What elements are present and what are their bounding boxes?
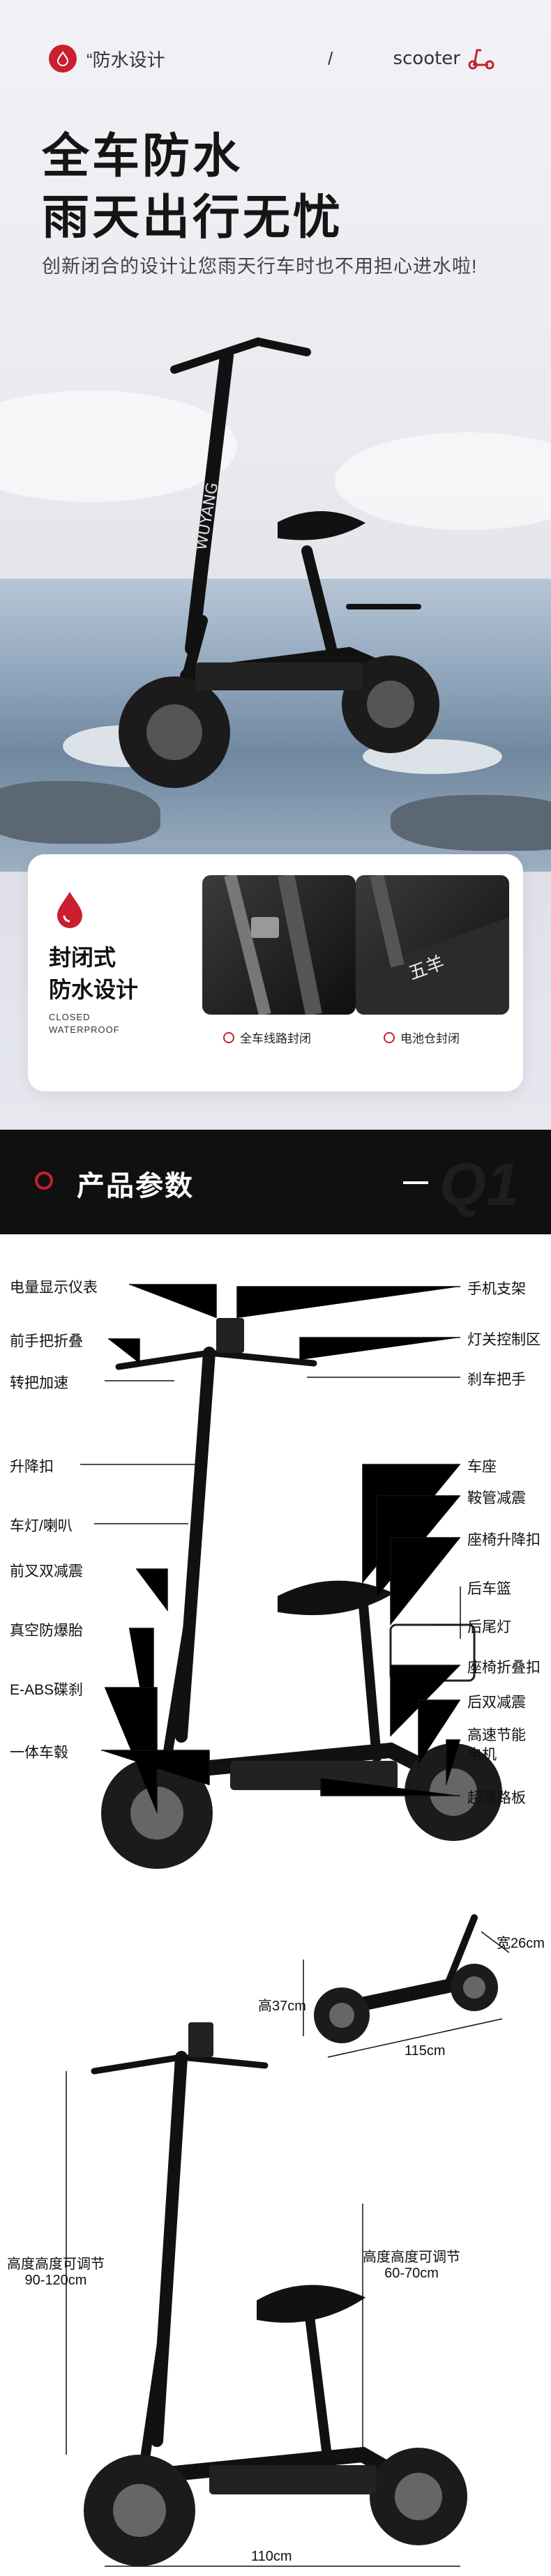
hero-title: 全车防水 雨天出行无忧 bbox=[42, 126, 343, 248]
label-seatpost-shock: 鞍管减震 bbox=[467, 1490, 526, 1506]
waterproof-feature-card: 封闭式 防水设计 CLOSED WATERPROOF 五羊 全车线路封闭 bbox=[28, 854, 523, 1091]
folded-scooter bbox=[314, 1914, 498, 2043]
scooter-length: 110cm bbox=[251, 2549, 292, 2564]
product-params-header: 产品参数 Q1 bbox=[0, 1130, 551, 1234]
params-index: Q1 bbox=[439, 1151, 520, 1218]
folded-width: 宽26cm bbox=[497, 1936, 545, 1951]
label-lift-lock: 升降扣 bbox=[10, 1459, 54, 1475]
caption-battery: 电池仓封闭 bbox=[384, 1029, 460, 1046]
rock bbox=[0, 781, 160, 844]
feature-title-en-line2: WATERPROOF bbox=[49, 1024, 120, 1035]
label-display-meter: 电量显示仪表 bbox=[10, 1280, 98, 1296]
dimensions-scooter-image bbox=[66, 1914, 510, 2567]
feature-title-line1: 封闭式 bbox=[49, 945, 116, 970]
label-throttle: 转把加速 bbox=[10, 1375, 68, 1391]
label-rear-basket: 后车篮 bbox=[467, 1581, 511, 1597]
wiring-closeup-photo bbox=[202, 875, 356, 1015]
parts-scooter-image bbox=[80, 1284, 502, 1869]
label-tail-light: 后尾灯 bbox=[467, 1619, 511, 1635]
params-title: 产品参数 bbox=[77, 1171, 194, 1202]
divider bbox=[403, 1181, 428, 1184]
caption-wiring: 全车线路封闭 bbox=[223, 1029, 311, 1046]
label-headlight-horn: 车灯/喇叭 bbox=[10, 1518, 73, 1534]
hero-title-line2: 雨天出行无忧 bbox=[42, 191, 344, 244]
hero-header: “防水设计 / scooter bbox=[49, 42, 502, 75]
parts-diagram: 电量显示仪表 前手把折叠 转把加速 升降扣 车灯/喇叭 前叉双减震 真空防爆胎 … bbox=[0, 1234, 551, 1883]
label-ebs-disc-brake: E-ABS碟刹 bbox=[10, 1682, 84, 1698]
feature-title: 封闭式 防水设计 bbox=[49, 941, 138, 1006]
seat-height-label-line1: 高度高度可调节 bbox=[363, 2250, 460, 2265]
cloud bbox=[335, 432, 551, 530]
water-drop-icon bbox=[49, 45, 77, 73]
section-tag: “防水设计 bbox=[86, 49, 165, 70]
handle-height-label: 高度高度可调节 90-120cm bbox=[7, 2252, 105, 2289]
label-front-handle-fold: 前手把折叠 bbox=[10, 1333, 83, 1349]
folded-length: 115cm bbox=[405, 2043, 446, 2059]
label-thin-deck: 超薄路板 bbox=[467, 1790, 526, 1806]
ring-icon bbox=[35, 1172, 53, 1190]
label-seat: 车座 bbox=[467, 1459, 497, 1475]
caption-battery-text: 电池仓封闭 bbox=[400, 1032, 460, 1045]
feature-title-en-line1: CLOSED bbox=[49, 1012, 91, 1022]
dimensions-section: 高37cm 宽26cm 115cm 高度高度可调节 90-120cm 高度高度可… bbox=[0, 1883, 551, 2576]
handle-height-label-line2: 90-120cm bbox=[24, 2273, 87, 2288]
rock bbox=[391, 795, 551, 851]
seat-height-label-line2: 60-70cm bbox=[384, 2266, 439, 2281]
waterproof-hero: “防水设计 / scooter 全车防水 雨天出行无忧 创新闭合的设计让您雨天行… bbox=[0, 0, 551, 1130]
water-drop-icon bbox=[57, 892, 82, 928]
label-brake-lever: 刹车把手 bbox=[467, 1372, 526, 1388]
label-vacuum-tire: 真空防爆胎 bbox=[10, 1623, 83, 1639]
scooter-icon bbox=[468, 49, 495, 70]
cloud bbox=[0, 391, 237, 502]
hero-title-line1: 全车防水 bbox=[42, 130, 243, 183]
handle-height-label-line1: 高度高度可调节 bbox=[7, 2257, 105, 2272]
label-rear-shock: 后双减震 bbox=[467, 1695, 526, 1711]
label-efficient: 高速节能 bbox=[467, 1727, 526, 1743]
label-seat-fold-lock: 座椅折叠扣 bbox=[467, 1660, 541, 1676]
label-light-control: 灯关控制区 bbox=[467, 1332, 541, 1348]
section-tag-en: scooter bbox=[393, 48, 460, 69]
folded-height: 高37cm bbox=[258, 1999, 306, 2014]
scooter-brand-text: WUYANG bbox=[193, 481, 222, 552]
battery-closeup-photo: 五羊 bbox=[356, 875, 509, 1015]
feature-title-line2: 防水设计 bbox=[49, 977, 139, 1002]
label-seat-lift-lock: 座椅升降扣 bbox=[467, 1532, 541, 1548]
seat-height-label: 高度高度可调节 60-70cm bbox=[363, 2245, 460, 2282]
bullet-ring-icon bbox=[384, 1031, 395, 1043]
bullet-ring-icon bbox=[223, 1031, 234, 1043]
separator: / bbox=[328, 47, 333, 69]
caption-wiring-text: 全车线路封闭 bbox=[240, 1032, 311, 1045]
feature-title-en: CLOSED WATERPROOF bbox=[49, 1011, 120, 1036]
label-motor: 电机 bbox=[467, 1747, 497, 1763]
label-integrated-hub: 一体车毂 bbox=[10, 1745, 68, 1761]
scooter-image: WUYANG bbox=[119, 337, 439, 788]
hero-subtitle: 创新闭合的设计让您雨天行车时也不用担心进水啦! bbox=[42, 256, 478, 277]
label-front-fork: 前叉双减震 bbox=[10, 1563, 83, 1579]
label-phone-holder: 手机支架 bbox=[467, 1281, 526, 1297]
